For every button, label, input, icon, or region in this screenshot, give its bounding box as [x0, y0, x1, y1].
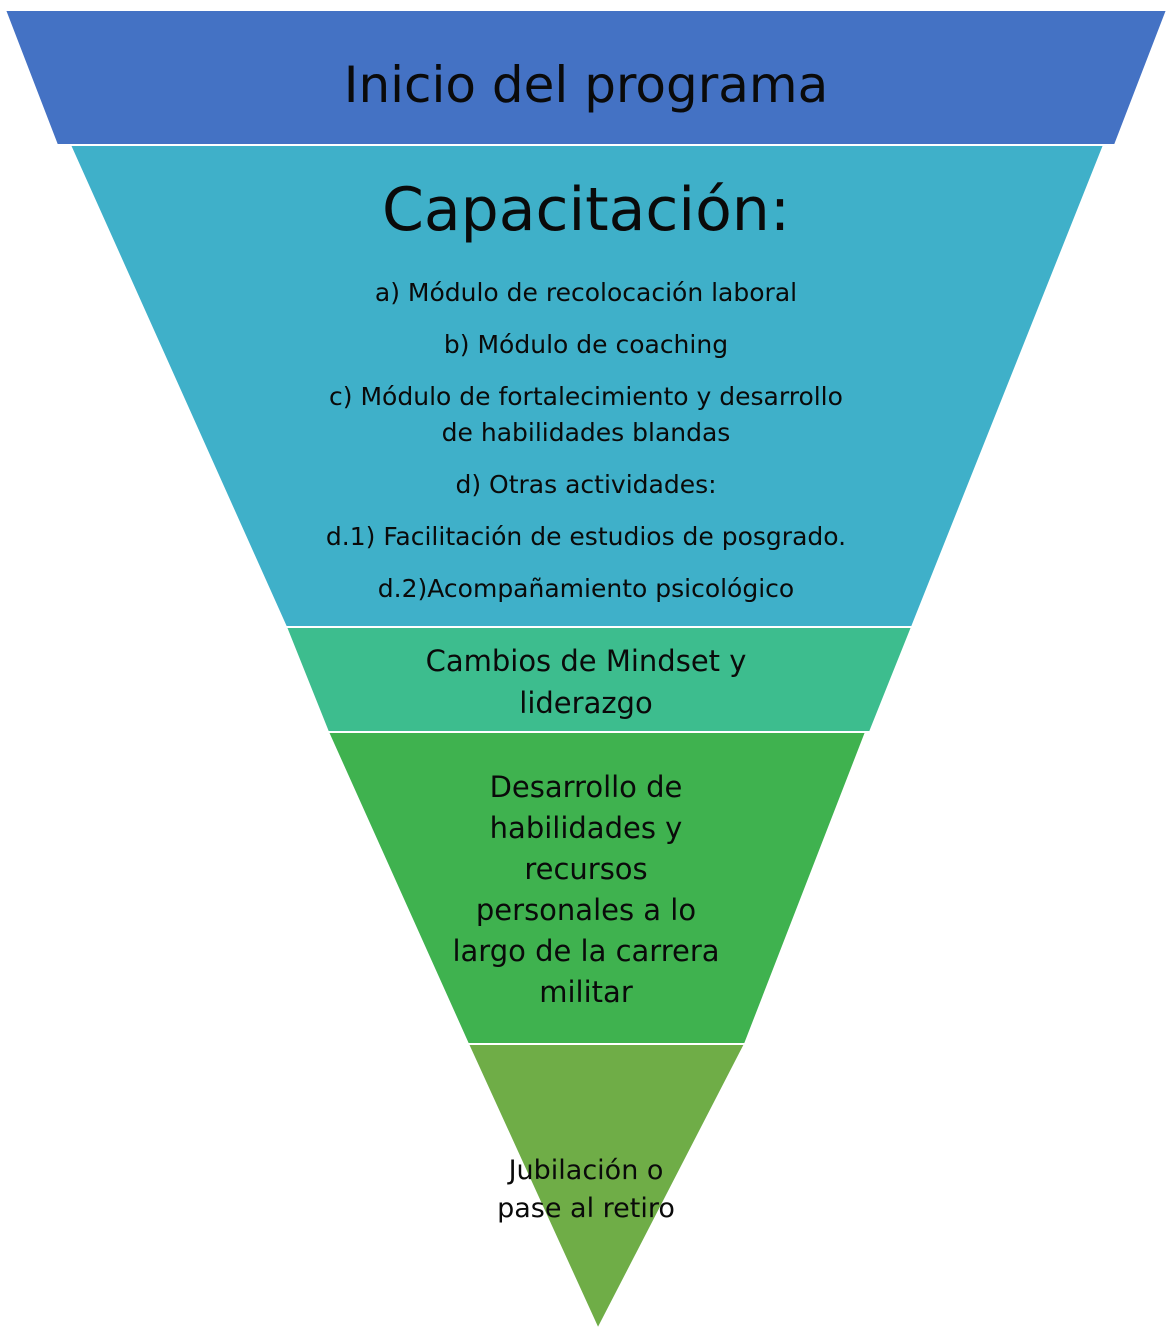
label-line: Inicio del programa	[343, 56, 829, 114]
module-item-d: d) Otras actividades:	[455, 470, 717, 499]
label-line: recursos	[524, 852, 648, 886]
label-line: Desarrollo de	[489, 770, 683, 804]
capacitacion-module-list: a) Módulo de recolocación laboral b) Mód…	[0, 275, 1172, 610]
module-item-c-line-1: c) Módulo de fortalecimiento y desarroll…	[329, 382, 843, 411]
label-line: militar	[539, 975, 633, 1009]
pyramid-band-inicio	[3, 9, 1169, 146]
label-line: personales a lo	[475, 893, 697, 927]
label-line: Cambios de Mindset y	[425, 644, 747, 678]
module-item-b: b) Módulo de coaching	[443, 330, 729, 359]
module-item-d1: d.1) Facilitación de estudios de posgrad…	[325, 522, 847, 551]
label-line: Jubilación o	[508, 1155, 664, 1186]
label-line: habilidades y	[489, 811, 683, 845]
module-item-d2: d.2)Acompañamiento psicológico	[377, 574, 795, 603]
label-line: largo de la carrera	[452, 934, 720, 968]
label-line: pase al retiro	[497, 1193, 675, 1224]
pyramid-band-jubilacion	[466, 1043, 747, 1329]
pyramid-band-mindset	[284, 626, 914, 733]
label-capacitacion-title: Capacitación:	[0, 165, 1172, 255]
module-item-c-line-2: de habilidades blandas	[441, 418, 731, 447]
label-line: Capacitación:	[381, 175, 791, 245]
module-item-a: a) Módulo de recolocación laboral	[374, 278, 798, 307]
label-jubilacion: Jubilación o pase al retiro	[0, 1145, 1172, 1235]
label-cambios-de-mindset: Cambios de Mindset y liderazgo	[0, 638, 1172, 726]
label-desarrollo-de-habilidades: Desarrollo de habilidades y recursos per…	[0, 760, 1172, 1020]
label-inicio-del-programa: Inicio del programa	[0, 40, 1172, 130]
label-line: liderazgo	[519, 686, 653, 720]
